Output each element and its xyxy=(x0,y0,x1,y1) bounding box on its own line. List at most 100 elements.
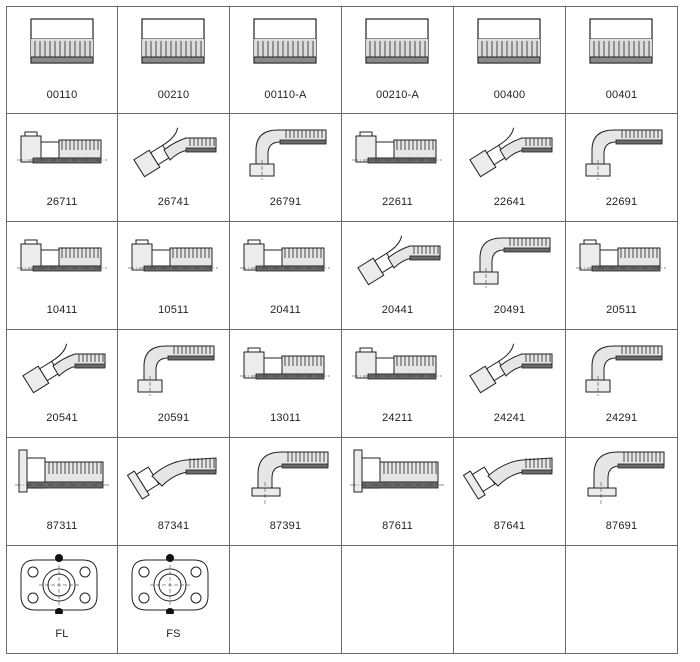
fitting-cell: 87641 xyxy=(454,438,566,546)
fitting-cell: 87611 xyxy=(342,438,454,546)
fitting-cell: 20591 xyxy=(118,330,230,438)
fitting-cell: 87691 xyxy=(566,438,678,546)
fitting-cell: 24211 xyxy=(342,330,454,438)
fitting-code-label: FS xyxy=(166,628,181,640)
ferrule-icon xyxy=(477,18,541,64)
fitting-code-label: 00210-A xyxy=(376,89,419,101)
fitting-cell: 00210 xyxy=(118,6,230,114)
fitting-code-label: 13011 xyxy=(270,412,301,424)
fitting-cell: 20511 xyxy=(566,222,678,330)
fitting-code-label: 20441 xyxy=(381,304,414,316)
fitting-cell: 24241 xyxy=(454,330,566,438)
empty-cell xyxy=(230,546,342,654)
ferrule-icon xyxy=(365,18,429,64)
flange-clamp-icon xyxy=(131,554,209,614)
flange-straight-fitting-icon xyxy=(15,449,109,493)
fitting-cell: 22691 xyxy=(566,114,678,222)
fitting-code-label: 20411 xyxy=(270,304,301,316)
ferrule-icon xyxy=(141,18,205,64)
elbow-45-fitting-icon xyxy=(133,127,217,178)
flange-elbow-45-fitting-icon xyxy=(126,457,217,500)
flange-elbow-90-fitting-icon xyxy=(251,451,329,504)
fitting-code-label: 00210 xyxy=(157,89,190,101)
elbow-90-fitting-icon xyxy=(249,129,327,180)
fitting-code-label: 26711 xyxy=(46,196,78,208)
straight-fitting-icon xyxy=(240,347,330,380)
fitting-code-label: 00400 xyxy=(493,89,526,101)
ferrule-icon xyxy=(253,18,317,64)
fitting-code-label: 24211 xyxy=(382,412,413,424)
fitting-code-label: 87311 xyxy=(46,520,78,532)
fitting-cell: 26711 xyxy=(6,114,118,222)
fitting-cell: 00110 xyxy=(6,6,118,114)
fitting-code-label: 22611 xyxy=(382,196,413,208)
fitting-code-label: 26791 xyxy=(269,196,302,208)
fitting-cell: 00400 xyxy=(454,6,566,114)
elbow-90-fitting-icon xyxy=(473,237,551,288)
fitting-cell: 20491 xyxy=(454,222,566,330)
flange-elbow-45-fitting-icon xyxy=(462,457,553,500)
fitting-catalog-grid: 00110 00210 00110-A 00210-A 00400 00401 26711 2… xyxy=(6,6,678,654)
straight-fitting-icon xyxy=(128,239,218,272)
ferrule-icon xyxy=(589,18,653,64)
fitting-cell: 26791 xyxy=(230,114,342,222)
elbow-45-fitting-icon xyxy=(357,235,441,286)
straight-fitting-icon xyxy=(576,239,666,272)
fitting-code-label: 87641 xyxy=(493,520,526,532)
fitting-code-label: FL xyxy=(55,628,69,640)
fitting-cell: 22641 xyxy=(454,114,566,222)
elbow-45-fitting-icon xyxy=(469,343,553,394)
fitting-cell: 26741 xyxy=(118,114,230,222)
fitting-cell: 10511 xyxy=(118,222,230,330)
fitting-code-label: 87611 xyxy=(382,520,413,532)
fitting-cell: 24291 xyxy=(566,330,678,438)
fitting-code-label: 87341 xyxy=(157,520,190,532)
elbow-90-fitting-icon xyxy=(137,345,215,396)
empty-cell xyxy=(342,546,454,654)
flange-clamp-icon xyxy=(20,554,98,614)
fitting-code-label: 22641 xyxy=(493,196,526,208)
fitting-code-label: 20491 xyxy=(493,304,526,316)
fitting-cell: 20411 xyxy=(230,222,342,330)
empty-cell xyxy=(454,546,566,654)
elbow-45-fitting-icon xyxy=(469,127,553,178)
ferrule-icon xyxy=(30,18,94,64)
fitting-cell: 20441 xyxy=(342,222,454,330)
elbow-45-fitting-icon xyxy=(22,343,106,394)
fitting-cell: 22611 xyxy=(342,114,454,222)
fitting-cell: 13011 xyxy=(230,330,342,438)
fitting-cell: 87391 xyxy=(230,438,342,546)
fitting-code-label: 20511 xyxy=(606,304,637,316)
fitting-cell: FS xyxy=(118,546,230,654)
fitting-code-label: 24291 xyxy=(605,412,638,424)
elbow-90-fitting-icon xyxy=(585,129,663,180)
straight-fitting-icon xyxy=(352,131,442,164)
empty-cell xyxy=(566,546,678,654)
fitting-code-label: 00110 xyxy=(46,89,78,101)
straight-fitting-icon xyxy=(352,347,442,380)
fitting-code-label: 87391 xyxy=(269,520,302,532)
fitting-code-label: 00401 xyxy=(605,89,638,101)
fitting-code-label: 87691 xyxy=(605,520,638,532)
straight-fitting-icon xyxy=(17,131,107,164)
fitting-code-label: 20591 xyxy=(157,412,190,424)
straight-fitting-icon xyxy=(17,239,107,272)
fitting-code-label: 10411 xyxy=(46,304,78,316)
flange-straight-fitting-icon xyxy=(350,449,444,493)
fitting-code-label: 22691 xyxy=(605,196,638,208)
fitting-cell: FL xyxy=(6,546,118,654)
fitting-cell: 20541 xyxy=(6,330,118,438)
flange-elbow-90-fitting-icon xyxy=(587,451,665,504)
fitting-code-label: 20541 xyxy=(46,412,78,424)
elbow-90-fitting-icon xyxy=(585,345,663,396)
fitting-cell: 00110-A xyxy=(230,6,342,114)
straight-fitting-icon xyxy=(240,239,330,272)
fitting-cell: 00401 xyxy=(566,6,678,114)
fitting-code-label: 24241 xyxy=(493,412,526,424)
fitting-cell: 87341 xyxy=(118,438,230,546)
fitting-code-label: 00110-A xyxy=(264,89,307,101)
fitting-code-label: 26741 xyxy=(157,196,190,208)
fitting-code-label: 10511 xyxy=(158,304,189,316)
fitting-cell: 00210-A xyxy=(342,6,454,114)
fitting-cell: 87311 xyxy=(6,438,118,546)
